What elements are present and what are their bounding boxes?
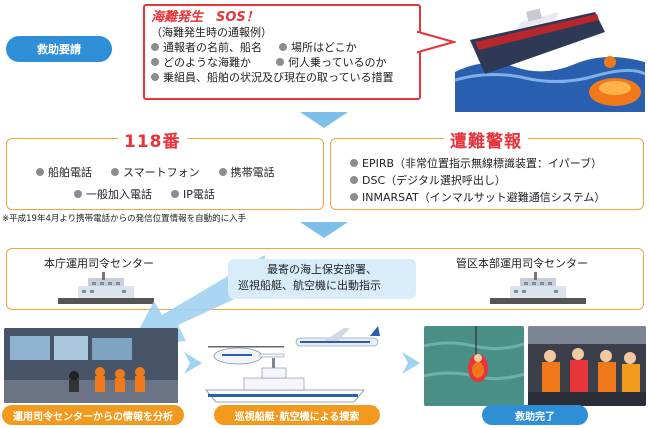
panel-118-title: 118番 bbox=[118, 127, 187, 152]
panel-118 bbox=[6, 138, 324, 210]
hq-building-icon bbox=[58, 272, 154, 304]
dispatch-instruction-text: 最寄の海上保安部署、 巡視船艇、航空機に出動指示 bbox=[238, 262, 381, 294]
chevron-right-icon bbox=[184, 352, 202, 374]
patrol-vessel-aircraft-illustration bbox=[204, 324, 390, 404]
step-search-label: 巡視船艇･航空機による捜索 bbox=[234, 411, 360, 423]
bullet-icon bbox=[151, 43, 159, 51]
step-analysis-pill: 運用司令センターからの情報を分析 bbox=[2, 405, 184, 425]
bullet-icon bbox=[350, 193, 358, 201]
control-room-photo bbox=[4, 328, 178, 403]
phone-type: スマートフォン bbox=[123, 166, 200, 179]
rescued-crew-photo bbox=[528, 326, 646, 406]
bullet-icon bbox=[151, 73, 159, 81]
phone-type: 船舶電話 bbox=[48, 166, 92, 179]
panel-118-row1: 船舶電話 スマートフォン 携帯電話 bbox=[36, 164, 275, 180]
sos-item: 通報者の名前、船名 bbox=[163, 41, 262, 54]
hq-center-label: 本庁運用司令センター bbox=[44, 257, 154, 270]
sea-rescue-photo bbox=[424, 326, 524, 406]
bullet-icon bbox=[279, 43, 287, 51]
bullet-icon bbox=[171, 190, 179, 198]
phone-type: IP電話 bbox=[183, 188, 215, 201]
phone-type: 一般加入電話 bbox=[86, 188, 152, 201]
sinking-ship-illustration bbox=[455, 8, 645, 112]
rescue-request-pill: 救助要請 bbox=[6, 36, 112, 62]
bullet-icon bbox=[350, 159, 358, 167]
dispatch-line2: 巡視船艇、航空機に出動指示 bbox=[238, 279, 381, 292]
sos-item: どのような海難か bbox=[163, 56, 251, 69]
panel-distress-title: 遭難警報 bbox=[444, 127, 528, 152]
rescue-request-label: 救助要請 bbox=[37, 43, 81, 56]
sos-item: 乗組員、船舶の状況及び現在の取っている措置 bbox=[163, 71, 394, 84]
sos-title: 海難発生 SOS！ bbox=[151, 10, 259, 25]
bullet-icon bbox=[276, 58, 284, 66]
bullet-icon bbox=[350, 176, 358, 184]
distress-item: INMARSAT（インマルサット避難通信システム） bbox=[362, 191, 606, 204]
sos-item: 何人乗っているのか bbox=[288, 56, 387, 69]
distress-item: DSC（デジタル選択呼出し） bbox=[362, 174, 506, 187]
flow-arrow-down-icon bbox=[300, 112, 348, 128]
dispatch-instruction-box bbox=[228, 259, 416, 299]
flow-arrow-down-icon bbox=[300, 222, 348, 238]
bullet-icon bbox=[36, 168, 44, 176]
step-analysis-label: 運用司令センターからの情報を分析 bbox=[13, 411, 173, 423]
step-search-pill: 巡視船艇･航空機による捜索 bbox=[214, 405, 380, 425]
step-rescue-complete-label: 救助完了 bbox=[515, 411, 555, 423]
bullet-icon bbox=[218, 168, 227, 176]
sos-callout: 海難発生 SOS！ （海難発生時の通報例） 通報者の名前、船名 場所はどこか ど… bbox=[143, 4, 421, 100]
sos-item: 場所はどこか bbox=[291, 41, 357, 54]
footnote: ※平成19年4月より携帯電話からの発信位置情報を自動的に入手 bbox=[2, 214, 247, 224]
distress-item: EPIRB（非常位置指示無線標識装置：イパーブ） bbox=[362, 157, 603, 170]
regional-building-icon bbox=[490, 272, 586, 304]
panel-118-row2: 一般加入電話 IP電話 bbox=[74, 186, 215, 202]
callout-tail bbox=[416, 30, 456, 54]
bullet-icon bbox=[74, 190, 82, 198]
step-rescue-complete-pill: 救助完了 bbox=[482, 405, 588, 425]
panel-distress-list: EPIRB（非常位置指示無線標識装置：イパーブ） DSC（デジタル選択呼出し） … bbox=[350, 155, 605, 206]
bullet-icon bbox=[151, 58, 159, 66]
phone-type: 携帯電話 bbox=[230, 166, 275, 179]
dispatch-line1: 最寄の海上保安部署、 bbox=[267, 263, 377, 276]
chevron-right-icon bbox=[402, 352, 420, 374]
sos-subtitle: （海難発生時の通報例） bbox=[151, 26, 272, 39]
regional-center-label: 管区本部運用司令センター bbox=[456, 257, 588, 270]
bullet-icon bbox=[111, 168, 119, 176]
